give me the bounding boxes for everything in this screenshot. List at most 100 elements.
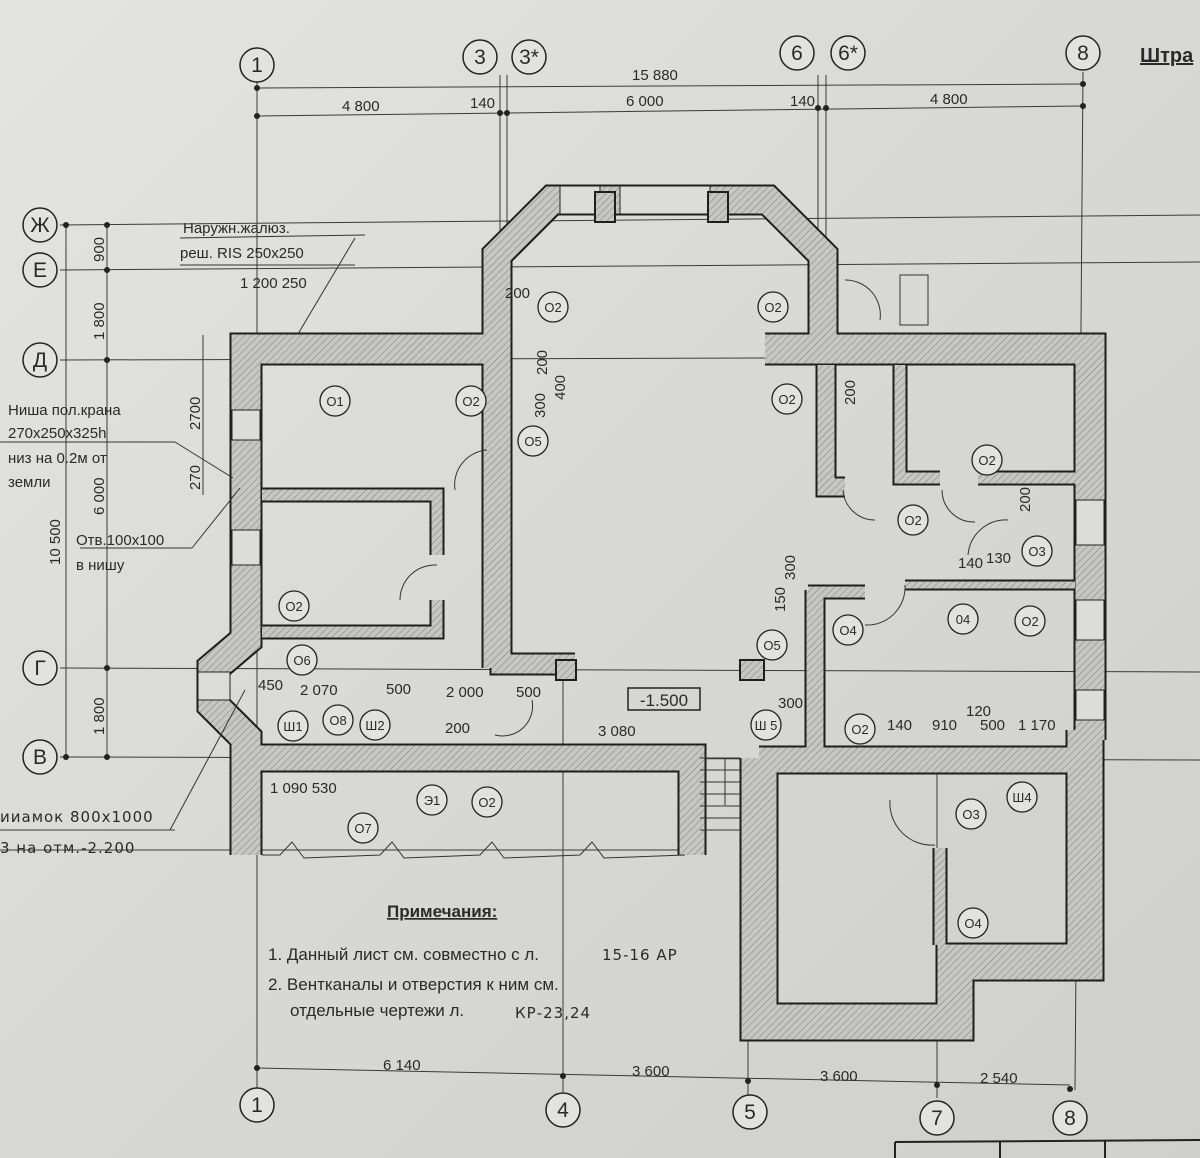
- dimension-top: 140: [470, 95, 495, 112]
- wall: [894, 365, 940, 484]
- wall-outline: [229, 332, 497, 618]
- axis-label-top: 6*: [838, 42, 858, 65]
- marker-label: O5: [763, 638, 780, 653]
- marker-label: O6: [293, 653, 310, 668]
- marker-circle: [1014, 605, 1046, 637]
- axis-bubble: [239, 47, 275, 83]
- walls: [196, 184, 1107, 1042]
- axis-label-top: 3: [474, 46, 486, 69]
- grid-dot: [504, 110, 510, 116]
- marker-label: O2: [478, 795, 495, 810]
- dimension-top: 6 000: [626, 93, 664, 110]
- axis-label-left: Г: [34, 657, 45, 680]
- axis-bubble: [22, 739, 58, 775]
- marker-circle: [278, 590, 310, 622]
- wall: [231, 334, 497, 618]
- marker-circle: [947, 603, 979, 635]
- marker-label: O2: [904, 513, 921, 528]
- marker-circle: [359, 709, 391, 741]
- dimension-inner: 1 200 250: [240, 275, 307, 292]
- dimension-left: 270: [187, 465, 204, 490]
- dimension-left: 900: [91, 237, 108, 262]
- marker-circle: [1021, 535, 1053, 567]
- dimension-bottom: 2 540: [980, 1070, 1018, 1087]
- dimension-left: 6 000: [91, 477, 108, 515]
- marker-label: Ш2: [365, 718, 384, 733]
- marker-label: O4: [964, 916, 981, 931]
- marker-circle: [957, 907, 989, 939]
- marker-label: O2: [462, 394, 479, 409]
- marker-circle: [756, 629, 788, 661]
- dimension-inner: 200: [1017, 487, 1034, 512]
- marker-circle: [1006, 781, 1038, 813]
- marker-circle: [277, 710, 309, 742]
- dimension-inner: 450: [258, 677, 283, 694]
- axis-bubble: [779, 35, 815, 71]
- dimension-inner: 300: [782, 555, 799, 580]
- marker-circle: [771, 383, 803, 415]
- axis-label-left: Е: [33, 259, 47, 282]
- note-2-line1: 2. Вентканалы и отверстия к ним см.: [268, 975, 559, 994]
- marker-label: O2: [851, 722, 868, 737]
- marker-label: 04: [956, 612, 970, 627]
- dimension-total: 15 880: [632, 67, 678, 84]
- grid-dot: [104, 222, 110, 228]
- axis-label-left: В: [33, 746, 47, 769]
- marker-circle: [455, 385, 487, 417]
- window-opening: [231, 529, 261, 566]
- footing-breakline: [262, 841, 686, 859]
- dimension-top: 4 800: [342, 98, 380, 115]
- dimension-inner: 150: [772, 587, 789, 612]
- marker-circle: [347, 812, 379, 844]
- dimension-inner: 3 080: [598, 723, 636, 740]
- wall-outline: [246, 743, 707, 855]
- marker-circle: [416, 784, 448, 816]
- dimension-inner: 500: [516, 684, 541, 701]
- axis-label-bottom: 7: [931, 1107, 943, 1130]
- niche-note-line2: 270x250x325h: [8, 425, 106, 442]
- axis-bubble: [22, 650, 58, 686]
- grid-dot: [254, 113, 260, 119]
- note-2-line2: отдельные чертежи л.: [290, 1001, 464, 1020]
- grid-dot: [254, 85, 260, 91]
- axis-bubble: [22, 342, 58, 378]
- axis-bubble: [1052, 1100, 1088, 1136]
- marker-circle: [286, 644, 318, 676]
- marker-label: O2: [778, 392, 795, 407]
- marker-circle: [832, 614, 864, 646]
- dimension-inner: 200: [842, 380, 859, 405]
- grid-dot: [560, 1073, 566, 1079]
- grid-dot: [104, 357, 110, 363]
- axis-label-left: Ж: [30, 214, 50, 237]
- marker-circle: [844, 713, 876, 745]
- window-opening: [619, 185, 711, 215]
- grid-dot: [104, 665, 110, 671]
- note-1: 1. Данный лист см. совместно с л.: [268, 945, 539, 964]
- grid-dot: [254, 1065, 260, 1071]
- marker-label: O3: [962, 807, 979, 822]
- axis-bubble: [732, 1094, 768, 1130]
- axis-bubble: [22, 207, 58, 243]
- grid-dot: [104, 754, 110, 760]
- wall: [246, 745, 705, 855]
- axis-bubble: [919, 1100, 955, 1136]
- dimension-inner: 130: [986, 550, 1011, 567]
- dimension-inner: 1 090 530: [270, 780, 337, 797]
- window-opening: [559, 185, 601, 215]
- dimension-top: 4 800: [930, 91, 968, 108]
- pit-note-line2: 3 на отм.-2.200: [0, 839, 135, 857]
- leader-lines: [0, 234, 366, 831]
- door-swings: [399, 279, 1009, 846]
- marker-label: O3: [1028, 544, 1045, 559]
- hole-note-line1: Отв.100x100: [76, 532, 164, 549]
- dimension-bottom: 3 600: [820, 1068, 858, 1085]
- axis-label-bottom: 4: [557, 1099, 569, 1122]
- marker-circle: [971, 444, 1003, 476]
- dimension-inner: 140: [887, 717, 912, 734]
- dimension-left: 2700: [187, 397, 204, 430]
- column: [594, 191, 616, 223]
- grid-dot: [745, 1078, 751, 1084]
